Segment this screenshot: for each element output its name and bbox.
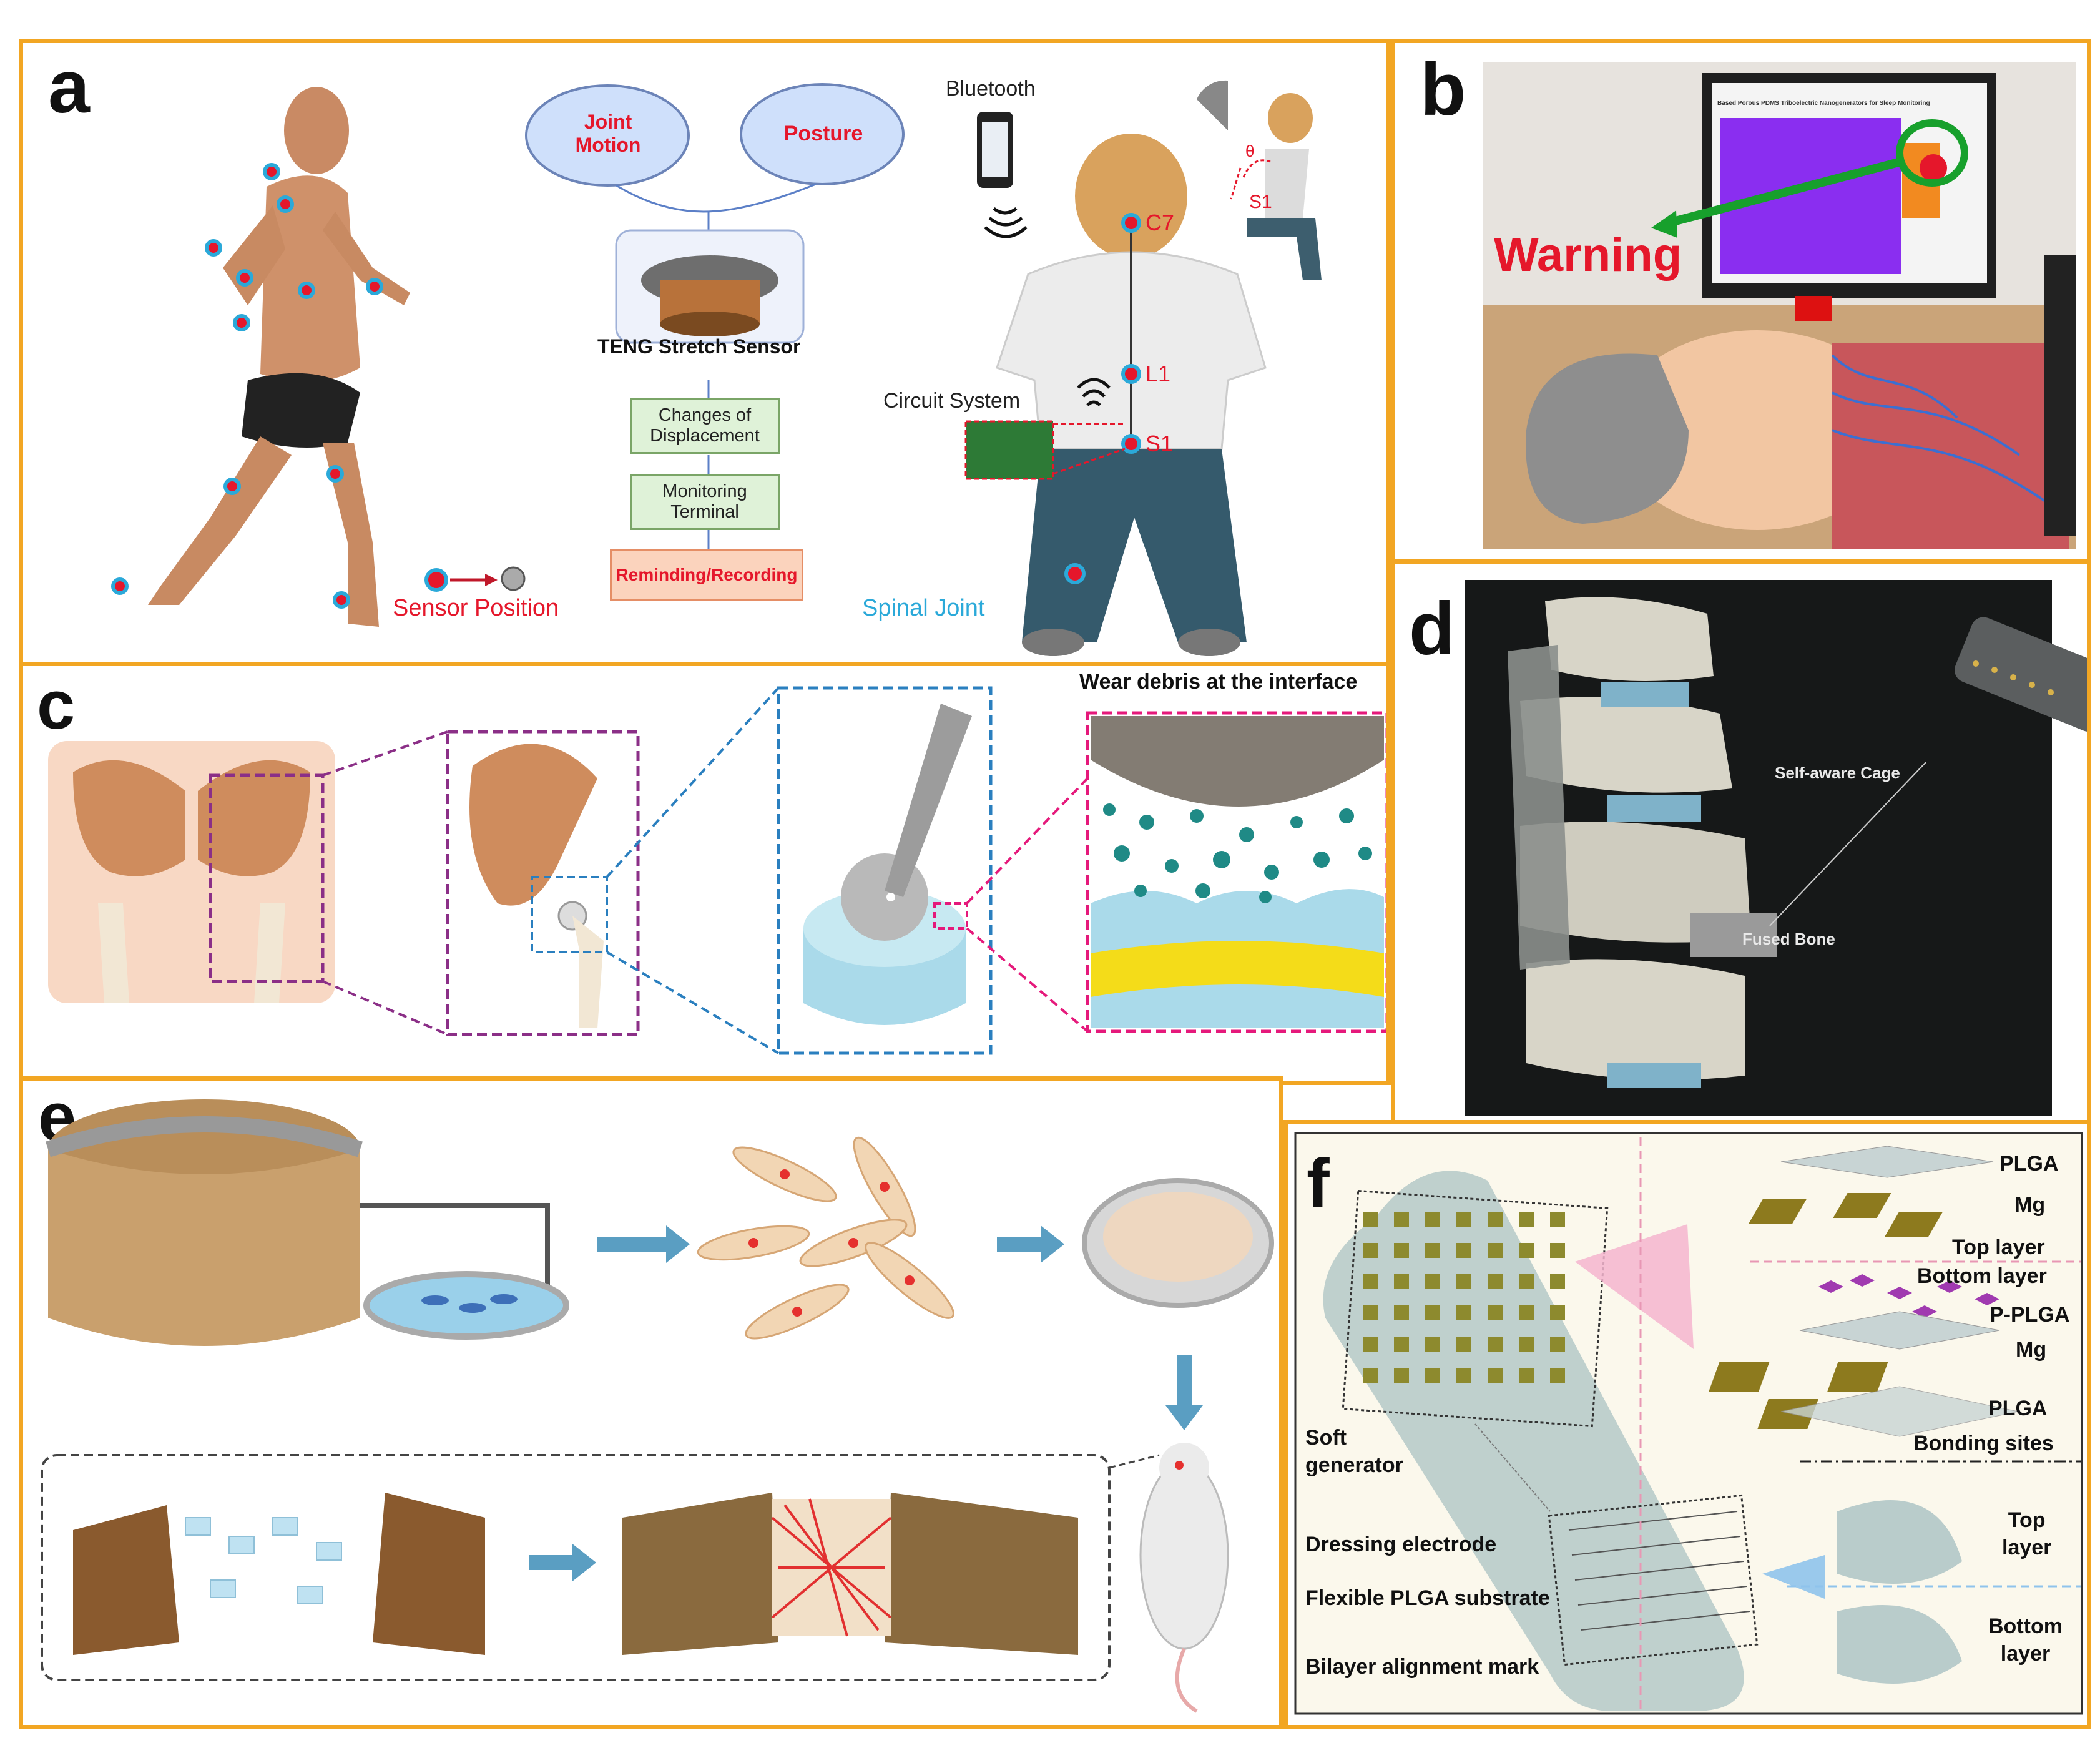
reminding-recording-box: Reminding/Recording: [610, 549, 803, 601]
panel-e: e: [19, 1076, 1283, 1729]
s1-small-label: S1: [1249, 192, 1272, 212]
panel-f-label: f: [1307, 1145, 1330, 1222]
panel-b-label: b: [1420, 47, 1466, 131]
bottom-layer-label: Bottom layer: [1917, 1264, 2047, 1288]
panel-d-label: d: [1409, 587, 1455, 670]
pplga-label: P-PLGA: [1990, 1303, 2070, 1327]
dressing-electrode-label: Dressing electrode: [1305, 1533, 1497, 1556]
panel-d-illustration: [1465, 580, 2087, 1116]
posture-label: Posture: [783, 122, 863, 145]
sensor-dots: [111, 163, 383, 609]
screen-title: Based Porous PDMS Triboelectric Nanogene…: [1717, 100, 1930, 107]
soft-generator-label: Soft generator: [1305, 1426, 1403, 1478]
teng-sensor-title: TENG Stretch Sensor: [597, 335, 801, 358]
top-layer-label: Top layer: [1952, 1235, 2045, 1259]
plga-top-label: PLGA: [1999, 1152, 2059, 1176]
bottom-layer-small-label: Bottom layer: [1988, 1614, 2063, 1666]
alignment-mark-label: Bilayer alignment mark: [1305, 1655, 1539, 1679]
electrode-grid: [1363, 1212, 1565, 1383]
panel-a-illustration: [111, 80, 1322, 656]
spinal-joint-dots: [1121, 213, 1141, 454]
warning-text: Warning: [1494, 228, 1682, 282]
changes-displacement-box: Changes of Displacement: [630, 398, 780, 454]
running-man-figure: [148, 87, 410, 627]
bonding-sites-label: Bonding sites: [1913, 1431, 2054, 1455]
panel-b-photo: [1483, 62, 2076, 549]
bluetooth-label: Bluetooth: [946, 77, 1036, 101]
wear-debris-particles: [1103, 803, 1372, 903]
fused-bone-label: Fused Bone: [1742, 930, 1835, 948]
mg-top-label: Mg: [2014, 1193, 2046, 1217]
panel-e-illustration: [41, 1099, 1274, 1713]
monitoring-terminal-box: Monitoring Terminal: [630, 474, 780, 530]
top-layer-small-label: Top layer: [2002, 1508, 2052, 1560]
panel-f-illustration: [1294, 1132, 2083, 1715]
panel-b: b Warning Based Porous PDMS Triboelectri…: [1391, 39, 2091, 568]
panel-c: c: [19, 662, 1391, 1085]
panel-c-illustration: [48, 686, 1386, 1055]
flexible-substrate-label: Flexible PLGA substrate: [1305, 1586, 1550, 1610]
panel-c-label: c: [37, 667, 76, 744]
self-aware-cage-label: Self-aware Cage: [1775, 764, 1900, 782]
c7-label: C7: [1146, 210, 1175, 235]
s1-label: S1: [1146, 431, 1174, 456]
plga-bottom-label: PLGA: [1988, 1397, 2048, 1420]
joint-motion-label: Joint Motion: [575, 110, 641, 156]
panel-a: a: [19, 39, 1391, 670]
mg-bottom-label: Mg: [2016, 1338, 2047, 1362]
circuit-system-label: Circuit System: [883, 389, 1021, 413]
wear-debris-label: Wear debris at the interface: [1079, 670, 1358, 694]
panel-a-label: a: [48, 45, 90, 129]
panel-d: d Self-aware Cage Fused Bone: [1391, 559, 2091, 1129]
boy-figure: [996, 134, 1267, 656]
theta-label: θ: [1245, 142, 1255, 160]
panel-f: f Soft generator Dressing electrode Flex…: [1283, 1120, 2091, 1729]
spinal-joint-label: Spinal Joint: [862, 595, 985, 621]
sensor-position-label: Sensor Position: [393, 595, 559, 621]
l1-label: L1: [1146, 361, 1171, 386]
